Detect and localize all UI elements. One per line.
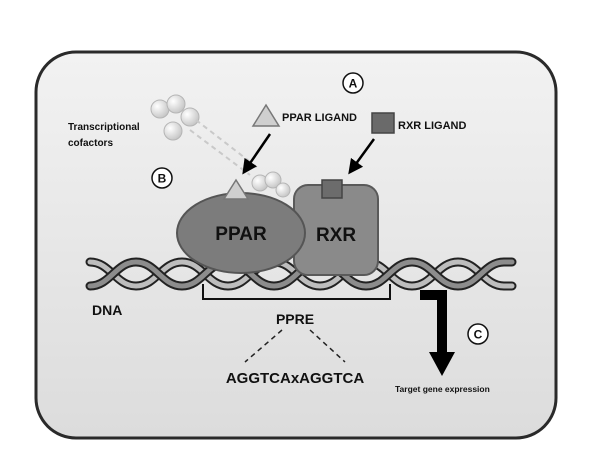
svg-text:C: C bbox=[474, 328, 483, 342]
ppar-ligand-arrow bbox=[242, 133, 272, 175]
transcriptional-cofactors-group bbox=[150, 94, 200, 141]
svg-text:B: B bbox=[158, 172, 167, 186]
bound-cofactors-group bbox=[251, 171, 291, 198]
rxr-ligand-arrow bbox=[348, 138, 376, 175]
target-gene-arrowhead bbox=[429, 352, 455, 376]
sequence-label: AGGTCAxAGGTCA bbox=[226, 370, 365, 387]
rxr-label: RXR bbox=[316, 225, 356, 246]
ppar-ligand-icon bbox=[251, 103, 281, 127]
ppre-dash-left bbox=[244, 329, 283, 363]
ppar-label: PPAR bbox=[215, 224, 267, 245]
rxr-ligand-label: RXR LIGAND bbox=[398, 120, 467, 132]
bound-ppar-ligand-icon bbox=[222, 178, 250, 200]
dna-label: DNA bbox=[92, 302, 122, 318]
ppre-dash-right bbox=[309, 329, 346, 363]
svg-text:A: A bbox=[349, 77, 358, 91]
ppre-label: PPRE bbox=[276, 311, 314, 327]
marker-b: B bbox=[151, 167, 173, 189]
marker-c: C bbox=[467, 323, 489, 345]
ppar-ligand-label: PPAR LIGAND bbox=[282, 112, 357, 124]
rxr-ligand-icon bbox=[371, 112, 395, 134]
bound-rxr-ligand-icon bbox=[321, 179, 343, 199]
transcriptional-cofactors-label-line1: Transcriptional bbox=[68, 122, 140, 133]
target-gene-arrow bbox=[420, 290, 447, 356]
marker-a: A bbox=[342, 72, 364, 94]
ppre-bracket bbox=[202, 284, 391, 300]
transcriptional-cofactors-label-line2: cofactors bbox=[68, 138, 113, 149]
target-gene-label: Target gene expression bbox=[395, 384, 490, 394]
